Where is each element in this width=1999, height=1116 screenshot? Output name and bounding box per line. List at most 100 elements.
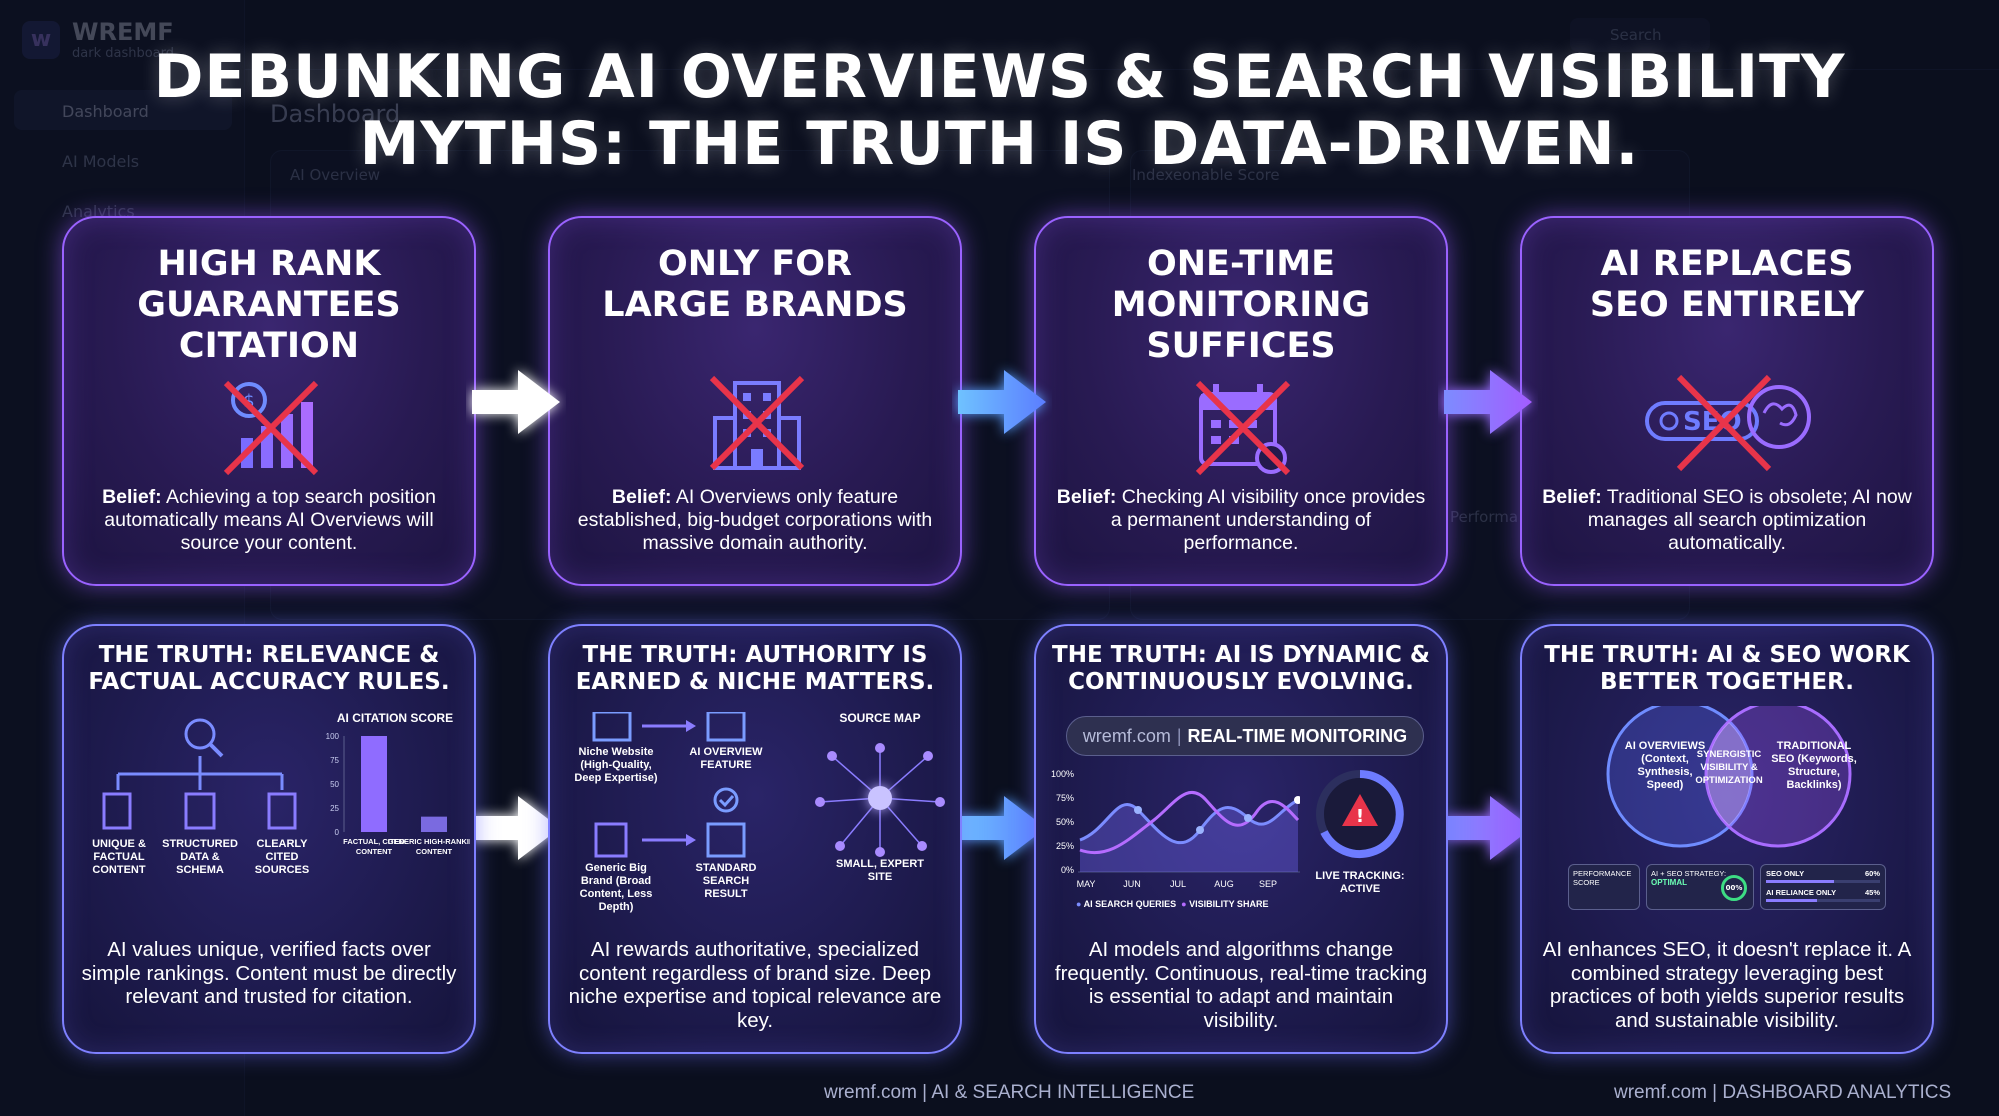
truth-heading-line-2: BETTER TOGETHER.: [1600, 669, 1854, 695]
x-tick: JUL: [1169, 879, 1186, 889]
truth-heading-line-2: FACTUAL ACCURACY RULES.: [88, 669, 450, 695]
standard-result-icon: [706, 822, 746, 858]
authority-diagram: [592, 712, 945, 858]
legend-item: AI SEARCH QUERIES: [1083, 899, 1177, 909]
crossed-out-ranking-chart-icon: $: [221, 378, 321, 478]
bg-logo: w WREMF dark dashboard: [22, 18, 174, 61]
belief-text: Traditional SEO is obsolete; AI now mana…: [1587, 486, 1912, 554]
real-time-monitoring-pill: wremf.com | REAL-TIME MONITORING: [1066, 716, 1424, 756]
legend-item: VISIBILITY SHARE: [1189, 899, 1269, 909]
truth-heading: THE TRUTH: AI & SEO WORK BETTER TOGETHER…: [1522, 642, 1932, 696]
belief-text: Checking AI visibility once provides a p…: [1110, 486, 1426, 554]
bg-brand-sub: dark dashboard: [72, 46, 174, 61]
y-tick-label: 25: [330, 804, 339, 813]
performance-score-panel: PERFORMANCE SCORE: [1568, 864, 1640, 910]
belief-text: AI Overviews only feature established, b…: [577, 486, 933, 554]
category-label: GENERIC HIGH-RANKING: [388, 837, 470, 846]
category-label: FACTUAL, CITED: [343, 837, 405, 846]
chart-legend: ● AI SEARCH QUERIES ● VISIBILITY SHARE: [1076, 899, 1269, 909]
brand-logo-icon: w: [22, 20, 60, 59]
truth-heading-line-1: THE TRUTH: AUTHORITY IS: [582, 642, 928, 668]
right-arrow-icon: [958, 796, 1046, 860]
authority-figure: Niche Website (High-Quality, Deep Expert…: [550, 712, 960, 928]
y-tick: 50%: [1055, 817, 1074, 827]
tree-item-factual: UNIQUE & FACTUAL CONTENT: [92, 838, 146, 876]
truth-body: AI values unique, verified facts over si…: [81, 938, 457, 1008]
belief-label: Belief:: [102, 486, 162, 508]
big-brand-building-icon: [594, 822, 628, 858]
myth-card-3: ONE-TIME MONITORING SUFFICES Belief: Che…: [1034, 216, 1448, 586]
source-map-caption: SMALL, EXPERT SITE: [835, 858, 924, 883]
pill-separator: |: [1176, 725, 1182, 746]
right-arrow-icon: [472, 796, 560, 860]
ai-overview-feature-label: AI OVERVIEW FEATURE: [689, 746, 763, 771]
page-title: DEBUNKING AI OVERVIEWS & SEARCH VISIBILI…: [0, 43, 1999, 178]
mini-panel-value: OPTIMAL: [1651, 878, 1687, 887]
y-tick-label: 50: [330, 780, 339, 789]
belief-label: Belief:: [611, 486, 672, 508]
bg-nav-dashboard[interactable]: Dashboard: [14, 90, 232, 130]
niche-website-label: Niche Website (High-Quality, Deep Expert…: [574, 746, 658, 784]
myth-belief: Belief: Checking AI visibility once prov…: [1054, 486, 1428, 555]
truth-card-2: THE TRUTH: AUTHORITY IS EARNED & NICHE M…: [548, 624, 962, 1054]
belief-label: Belief:: [1056, 486, 1117, 508]
truth-body: AI enhances SEO, it doesn't replace it. …: [1542, 938, 1912, 1032]
venn-right-label: TRADITIONAL SEO (Keywords, Structure, Ba…: [1771, 740, 1857, 791]
x-tick: MAY: [1076, 879, 1096, 889]
pill-label: REAL-TIME MONITORING: [1187, 725, 1408, 746]
truth-card-1: THE TRUTH: RELEVANCE & FACTUAL ACCURACY …: [62, 624, 476, 1054]
myth-belief: Belief: Achieving a top search position …: [82, 486, 456, 555]
citation-bar: [421, 816, 447, 832]
row-value: 45%: [1864, 888, 1880, 897]
crossed-out-seo-brain-icon: SEO: [1639, 373, 1819, 473]
y-tick-label: 75: [330, 756, 339, 765]
right-arrow-icon: [958, 370, 1046, 434]
tree-item-schema: STRUCTURED DATA & SCHEMA: [162, 838, 238, 876]
checkmark-icon: [713, 787, 739, 813]
svg-text:$: $: [243, 391, 254, 412]
myth-heading: ONLY FOR LARGE BRANDS: [602, 244, 908, 325]
bg-topbar: [245, 0, 1999, 70]
y-tick-label: 100: [326, 732, 340, 741]
monitoring-figure: 100% 75% 50% 25% 0% MAY JUN JUL AUG SEP …: [1036, 768, 1446, 928]
live-tracking-label: LIVE TRACKING: ACTIVE: [1315, 870, 1405, 895]
row-value: 60%: [1864, 869, 1880, 878]
bg-brand: WREMF: [72, 18, 174, 46]
y-tick: 100%: [1050, 769, 1074, 779]
crossed-out-corporate-building-icon: [707, 373, 807, 473]
truth-body: AI models and algorithms change frequent…: [1054, 938, 1428, 1032]
truth-heading: THE TRUTH: AUTHORITY IS EARNED & NICHE M…: [550, 642, 960, 696]
x-tick: JUN: [1123, 879, 1141, 889]
belief-text: Achieving a top search position automati…: [104, 486, 436, 554]
bg-panel-label: AI Overview: [290, 166, 381, 184]
myth-heading: ONE-TIME MONITORING SUFFICES: [1111, 244, 1371, 366]
venn-diagram: [1606, 706, 1852, 848]
truth-heading-line-2: CONTINUOUSLY EVOLVING.: [1068, 669, 1414, 695]
mini-panel-label: AI + SEO STRATEGY:: [1651, 869, 1727, 878]
x-tick: SEP: [1258, 879, 1277, 889]
right-arrow-icon: [472, 370, 560, 434]
svg-text:!: !: [1356, 806, 1364, 827]
myth-heading: HIGH RANK GUARANTEES CITATION: [137, 244, 401, 366]
venn-center-label: SYNERGISTIC VISIBILITY & OPTIMIZATION: [1695, 749, 1763, 786]
bg-nav-ai-models[interactable]: AI Models: [62, 152, 140, 171]
bg-panel-label-2: Indexeonable Score: [1132, 166, 1280, 184]
right-arrow-icon: [1444, 796, 1532, 860]
mini-panel-label: PERFORMANCE SCORE: [1573, 869, 1632, 887]
niche-website-icon: [592, 712, 632, 742]
bg-search-input[interactable]: Search: [1570, 18, 1710, 52]
monitoring-line-chart: [1078, 791, 1300, 873]
category-label: CONTENT: [356, 847, 393, 856]
truth-heading-line-2: EARNED & NICHE MATTERS.: [575, 669, 935, 695]
y-tick: 75%: [1055, 793, 1074, 803]
standard-result-label: STANDARD SEARCH RESULT: [695, 862, 757, 900]
bg-nav: Dashboard AI Models Analytics: [14, 90, 232, 240]
ai-overview-feature-icon: [706, 712, 746, 742]
live-tracking-gauge: !: [1316, 770, 1404, 858]
truth-heading-line-1: THE TRUTH: AI IS DYNAMIC &: [1052, 642, 1430, 668]
citation-chart-title: AI CITATION SCORE: [336, 711, 454, 725]
truth-body: AI rewards authoritative, specialized co…: [568, 938, 942, 1032]
